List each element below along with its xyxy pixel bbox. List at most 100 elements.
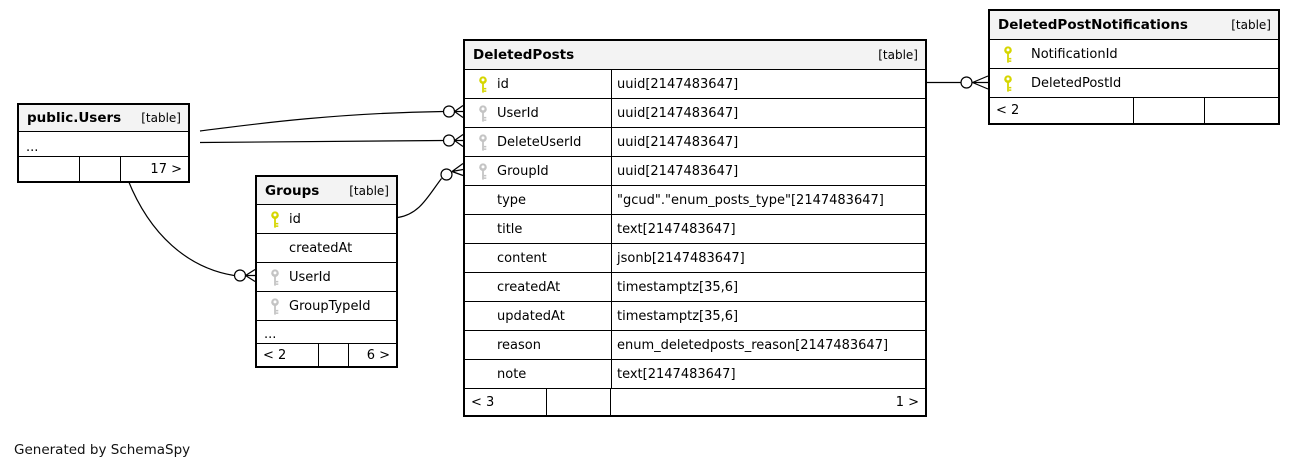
column-name: id <box>497 76 509 92</box>
column-name: GroupTypeId <box>289 298 371 314</box>
footer-middle-cell <box>1133 98 1205 123</box>
column-name: updatedAt <box>497 308 565 324</box>
column-name: UserId <box>289 269 331 285</box>
relationship-line <box>199 110 444 132</box>
column-name: createdAt <box>497 279 561 295</box>
column-row-createdAt: createdAt <box>257 234 396 263</box>
column-name: type <box>497 192 527 208</box>
table-deletedposts: DeletedPosts [table] id uuid[2147483647] Use… <box>463 39 927 417</box>
column-name: reason <box>497 337 541 353</box>
hidden-columns-ellipsis: ... <box>26 140 39 155</box>
relationship-groups-id-to-deletedposts-groupid <box>397 163 464 219</box>
crowfoot-icon <box>454 134 464 147</box>
key-icon-placeholder <box>477 337 489 354</box>
column-type: jsonb[2147483647] <box>617 250 745 266</box>
zero-cardinality-circle <box>960 76 973 89</box>
related-out-count: 17 > <box>150 161 182 177</box>
primary-key-icon <box>477 75 489 93</box>
column-name: title <box>497 221 523 237</box>
table-title[interactable]: Groups <box>265 182 320 199</box>
crowfoot-icon <box>451 163 464 177</box>
zero-cardinality-circle <box>233 269 247 282</box>
table-stats-footer: 17 > <box>19 156 188 181</box>
table-type-tag: [table] <box>878 48 918 62</box>
column-name-cell: UserId <box>257 263 396 291</box>
table-type-tag: [table] <box>141 111 181 125</box>
hidden-columns-ellipsis: ... <box>264 327 277 342</box>
column-row-id: id uuid[2147483647] <box>465 70 925 99</box>
column-row-DeletedPostId: DeletedPostId <box>990 69 1278 98</box>
column-name-cell: createdAt <box>465 273 612 301</box>
column-row-UserId: UserId <box>257 263 396 292</box>
related-in-count: < 2 <box>996 103 1020 118</box>
primary-key-icon <box>269 210 281 228</box>
table-dpn: DeletedPostNotifications [table] Notificat… <box>988 9 1280 125</box>
zero-cardinality-circle <box>442 134 456 147</box>
foreign-key-icon <box>269 297 281 315</box>
table-header-deletedposts: DeletedPosts [table] <box>465 41 925 70</box>
table-header-dpn: DeletedPostNotifications [table] <box>990 11 1278 40</box>
column-row-content: content jsonb[2147483647] <box>465 244 925 273</box>
column-name: note <box>497 366 527 382</box>
related-out-count: 1 > <box>895 394 919 410</box>
column-name: DeleteUserId <box>497 134 582 150</box>
column-name-cell: updatedAt <box>465 302 612 330</box>
column-row-reason: reason enum_deletedposts_reason[214748364… <box>465 331 925 360</box>
column-row-ellipsis: ... <box>19 132 188 157</box>
key-icon-placeholder <box>477 279 489 296</box>
column-name-cell: note <box>465 360 612 388</box>
column-type: timestamptz[35,6] <box>617 308 739 324</box>
related-in-count: < 2 <box>263 347 287 363</box>
related-out-count <box>1205 98 1278 123</box>
column-name: GroupId <box>497 163 549 179</box>
table-stats-footer: < 3 1 > <box>465 388 925 415</box>
table-stats-footer: < 2 <box>990 97 1278 123</box>
column-type: uuid[2147483647] <box>617 163 739 179</box>
related-in-count: < 3 <box>471 394 495 410</box>
column-name: content <box>497 250 547 266</box>
column-name-cell: content <box>465 244 612 272</box>
key-icon-placeholder <box>477 308 489 325</box>
table-type-tag: [table] <box>349 183 389 198</box>
column-name: id <box>289 211 301 227</box>
related-in-count <box>19 157 79 181</box>
column-row-id: id <box>257 205 396 234</box>
column-name-cell: GroupTypeId <box>257 292 396 320</box>
column-name-cell: id <box>257 205 396 233</box>
table-title[interactable]: DeletedPostNotifications <box>998 17 1188 33</box>
column-name-cell: DeletedPostId <box>990 69 1278 97</box>
table-header-groups: Groups [table] <box>257 177 396 205</box>
column-type: enum_deletedposts_reason[2147483647] <box>617 337 889 353</box>
crowfoot-icon <box>972 75 989 90</box>
column-type: uuid[2147483647] <box>617 76 739 92</box>
table-header-users: public.Users [table] <box>19 105 188 132</box>
crowfoot-icon <box>454 105 464 118</box>
column-name: createdAt <box>289 240 353 256</box>
column-row-GroupTypeId: GroupTypeId <box>257 292 396 321</box>
key-icon-placeholder <box>477 366 489 383</box>
relationship-line <box>397 178 442 219</box>
table-title[interactable]: DeletedPosts <box>473 47 575 63</box>
column-row-type: type"gcud"."enum_posts_type"[2147483647] <box>465 186 925 215</box>
column-name: UserId <box>497 105 539 121</box>
relationship-users-to-deletedposts-userid <box>199 105 464 132</box>
primary-key-icon <box>1002 45 1014 63</box>
column-name: DeletedPostId <box>1031 75 1122 91</box>
column-type: text[2147483647] <box>617 366 736 382</box>
column-name-cell: createdAt <box>257 234 396 262</box>
key-icon-placeholder <box>269 240 281 257</box>
column-name-cell: NotificationId <box>990 40 1278 68</box>
footer-middle-cell <box>79 157 121 181</box>
crowfoot-icon <box>245 268 256 283</box>
table-title[interactable]: public.Users <box>27 110 122 126</box>
column-row-NotificationId: NotificationId <box>990 40 1278 69</box>
column-name-cell: UserId <box>465 99 612 127</box>
table-type-tag: [table] <box>1231 18 1271 32</box>
column-type: uuid[2147483647] <box>617 134 739 150</box>
relationship-deletedposts-id-to-notifications-deletedpostid <box>927 75 989 90</box>
